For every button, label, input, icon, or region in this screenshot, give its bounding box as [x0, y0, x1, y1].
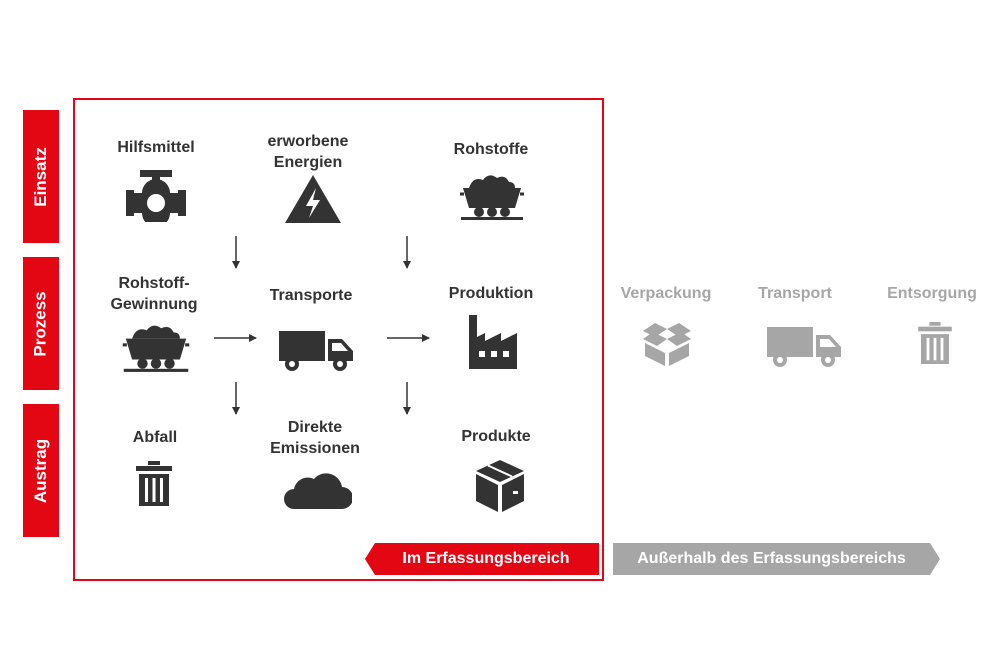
label-transporte: Transporte: [269, 287, 353, 304]
electricity-warning-icon: [285, 175, 341, 223]
label-rohstoffe: Rohstoffe: [453, 141, 529, 158]
label-entsorgung: Entsorgung: [887, 285, 977, 302]
label-produktion: Produktion: [448, 285, 534, 302]
banner-inside-shape: [365, 543, 599, 575]
label-produkte: Produkte: [461, 428, 531, 445]
truck-icon: [279, 331, 353, 371]
trash-icon: [136, 461, 172, 506]
mine-cart-icon: [122, 325, 190, 372]
banner-inside-text: Im Erfassungsbereich: [402, 550, 570, 567]
label-gewinnung: Rohstoff- Gewinnung: [110, 275, 198, 313]
factory-icon: [469, 315, 517, 369]
banner-outside-text: Außerhalb des Erfassungsbereichs: [637, 550, 906, 567]
banner-inside: Im Erfassungsbereich: [365, 543, 599, 575]
label-transport: Transport: [758, 285, 832, 302]
label-energien: erworbene Energien: [267, 133, 349, 171]
row-label-prozess: Prozess: [23, 257, 59, 390]
row-label-einsatz: Einsatz: [23, 110, 59, 243]
label-hilfsmittel: Hilfsmittel: [117, 139, 195, 156]
open-box-icon: [643, 323, 691, 366]
label-verpackung: Verpackung: [620, 285, 712, 302]
trash-icon: [918, 322, 952, 364]
mine-cart-icon: [460, 175, 524, 220]
truck-icon: [767, 327, 841, 367]
banner-outside: Außerhalb des Erfassungsbereichs: [613, 543, 940, 575]
banner-outside-shape: [613, 543, 940, 575]
valve-icon: [126, 170, 186, 222]
label-abfall: Abfall: [132, 429, 178, 446]
box-icon: [476, 460, 524, 512]
label-emissionen: Direkte Emissionen: [270, 419, 360, 457]
scope-box: [73, 98, 604, 581]
cloud-icon: [284, 473, 352, 509]
row-label-austrag: Austrag: [23, 404, 59, 537]
